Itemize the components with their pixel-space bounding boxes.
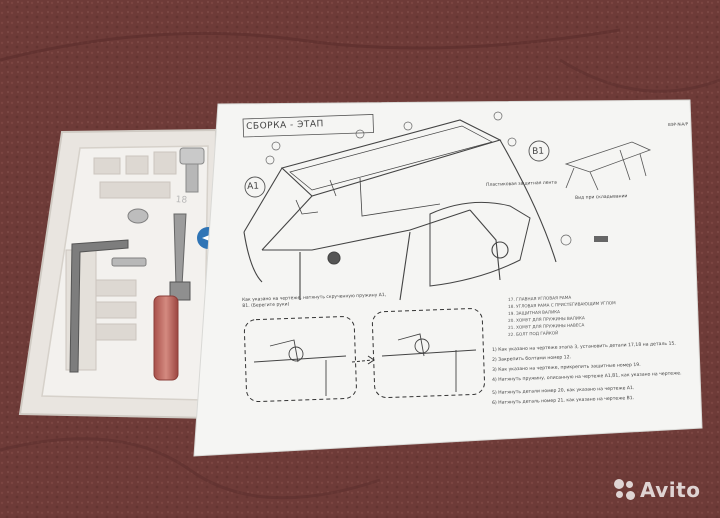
callout-circle-a1 (244, 176, 266, 198)
carpet-pattern-line (0, 437, 381, 500)
assembly-drawing (243, 119, 557, 301)
callout-circle-b1 (528, 140, 550, 162)
avito-watermark: Avito (614, 478, 700, 502)
title-box (242, 114, 374, 138)
detail-box-left (243, 316, 357, 403)
tray-number-label: 18 (175, 195, 188, 206)
bolt-part-drawing (594, 236, 608, 242)
detail-arrow (351, 359, 373, 363)
sheet-code: ВЭР-№А/Р (668, 121, 689, 127)
carpet-pattern-line (0, 28, 621, 62)
folded-view-drawing (564, 141, 652, 191)
parts-tray (18, 128, 219, 420)
avito-logo-icon (614, 479, 636, 501)
label-b1: B1 (532, 146, 545, 157)
instruction-sheet (193, 99, 703, 457)
avito-brand-text: Avito (640, 478, 701, 502)
carpet-pattern-line (559, 58, 720, 93)
detail-box-right (371, 308, 486, 399)
label-a1: A1 (247, 181, 260, 192)
